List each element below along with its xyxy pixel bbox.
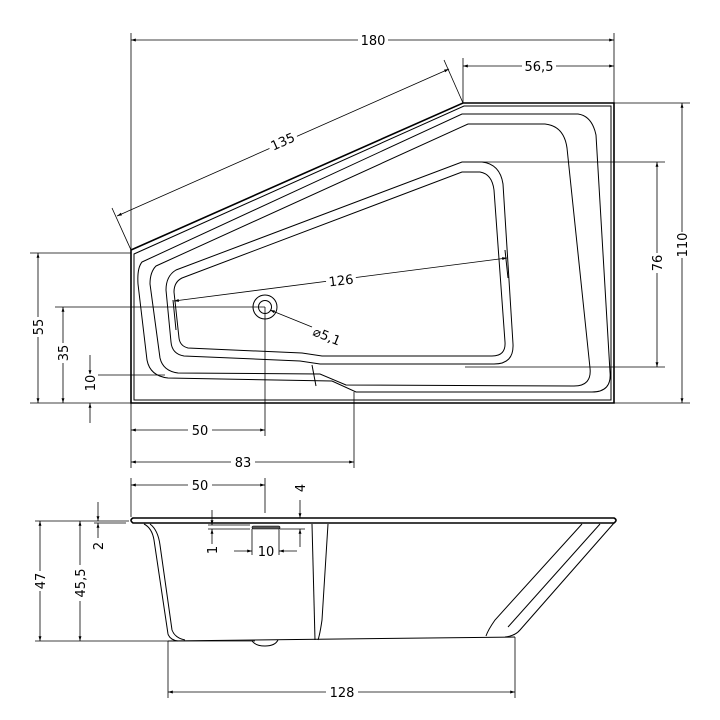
slope-line — [507, 523, 601, 628]
dim-right-short-edge: 56,5 — [525, 60, 554, 75]
side-dim-inner-depth: 45,5 — [74, 569, 89, 598]
dim-drain-from-bottom: 35 — [57, 345, 72, 362]
side-dim-bottom-length: 128 — [330, 686, 355, 701]
dim-step-height: 10 — [84, 375, 99, 392]
dim-step-from-left: 83 — [235, 456, 252, 471]
dim-inner-length: 126 — [328, 273, 354, 291]
dim-drain-from-left: 50 — [192, 424, 209, 439]
wall-line — [311, 523, 316, 641]
right-slope-inner — [485, 523, 583, 637]
armrest-mark — [172, 299, 177, 331]
side-dim-drain-from-left: 50 — [192, 479, 209, 494]
deck-contour — [137, 113, 611, 393]
step-line — [311, 364, 317, 387]
basin-contour — [165, 161, 514, 365]
dim-drain-diameter: ⌀5,1 — [311, 325, 343, 350]
bottom-line — [167, 636, 516, 642]
left-wall-outer — [143, 523, 179, 642]
drain-bump — [251, 639, 279, 647]
rim — [130, 517, 617, 524]
side-dim-overflow-top: 4 — [294, 484, 309, 492]
dim-inner-width: 76 — [651, 255, 666, 272]
side-dim-overflow-height: 1 — [206, 546, 221, 554]
side-dim-overflow-width: 10 — [258, 545, 275, 560]
top-view: 180 56,5 135 110 76 55 35 10 50 83 — [30, 32, 691, 471]
side-dim-total-height: 47 — [34, 573, 49, 590]
side-dim-rim-thickness: 2 — [92, 542, 107, 550]
basin-floor — [173, 171, 506, 357]
overflow-slot — [251, 525, 281, 530]
dim-total-length: 180 — [361, 34, 386, 49]
left-wall-inner — [149, 523, 186, 641]
side-view: 50 4 2 1 10 47 45,5 128 — [32, 477, 617, 701]
dim-total-width: 110 — [676, 233, 691, 258]
right-slope-outer — [504, 522, 615, 638]
dim-left-edge: 55 — [32, 319, 47, 336]
wall-line — [317, 523, 329, 641]
tub-outline — [130, 102, 615, 404]
shelf-contour — [149, 123, 591, 387]
